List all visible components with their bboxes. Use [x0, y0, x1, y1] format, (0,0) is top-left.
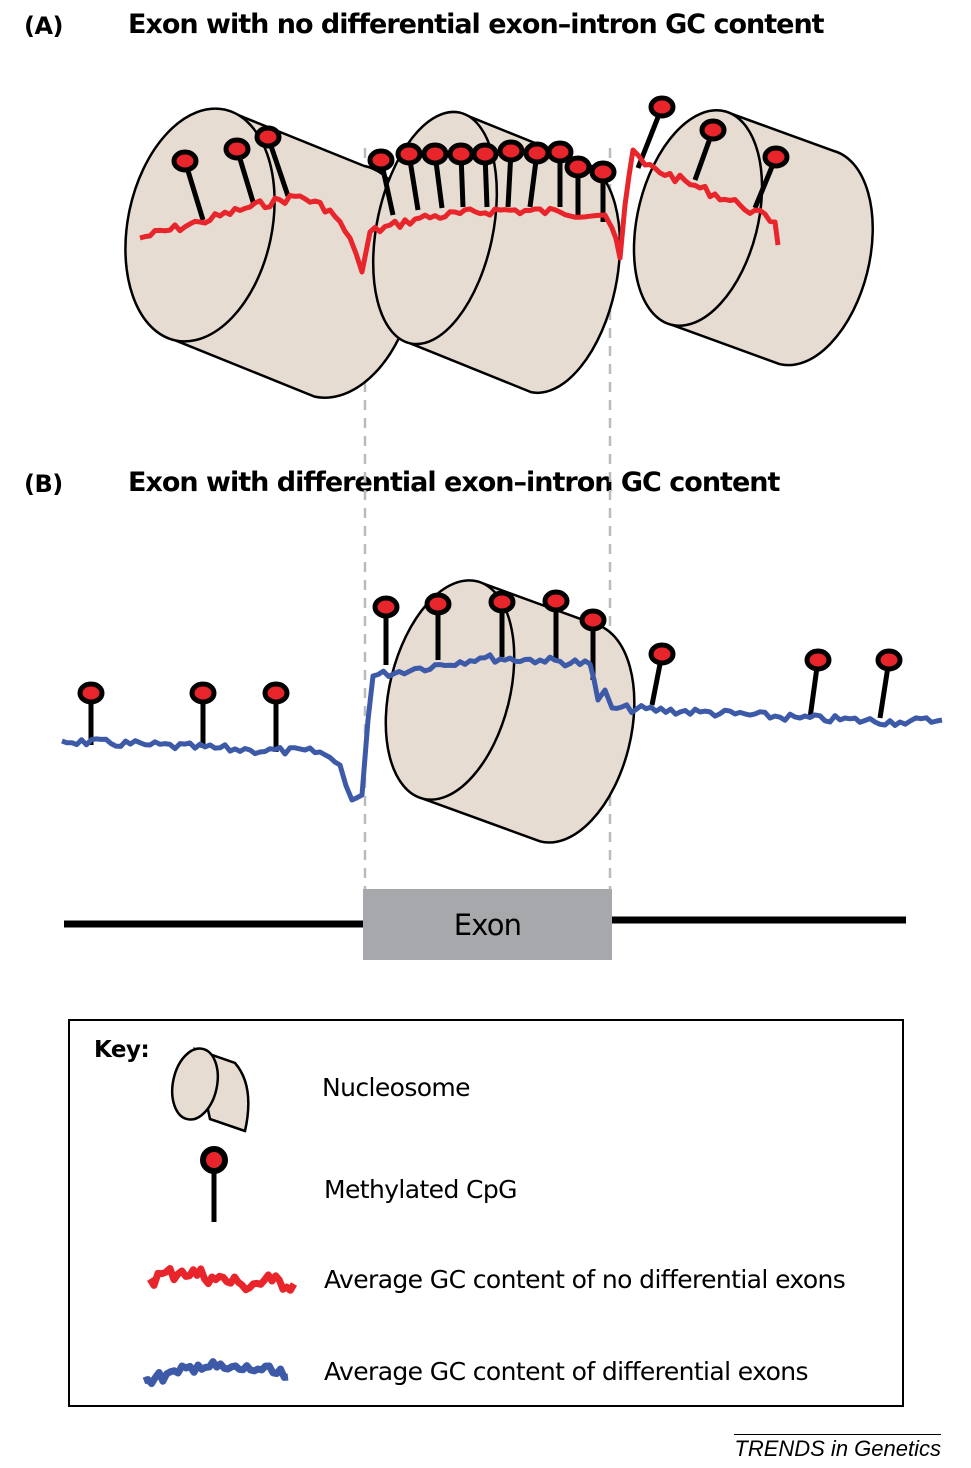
key-label-nucleosome: Nucleosome [322, 1073, 471, 1102]
key-label-blue-trace: Average GC content of differential exons [324, 1357, 809, 1386]
exon-label: Exon [453, 907, 522, 942]
panel-b-title: Exon with differential exon–intron GC co… [128, 467, 780, 498]
panel-b-methylated-cpgs [77, 589, 903, 752]
methylated-cpg-a [223, 137, 257, 206]
methylated-cpg-b [372, 595, 400, 665]
key-label-methylated-cpg: Methylated CpG [324, 1175, 518, 1204]
methylated-cpg-b [648, 642, 676, 706]
methylated-cpg-b [424, 592, 452, 660]
source-credit: TRENDS in Genetics [734, 1434, 941, 1461]
panel-b-label: (B) [24, 470, 63, 498]
methylated-cpg-a [171, 149, 206, 221]
nucleosome-a3 [632, 109, 874, 367]
methylated-cpg-b [875, 648, 903, 719]
methylated-cpg-a [752, 145, 790, 209]
methylated-cpg-icon [200, 1146, 228, 1222]
nucleosome-a1 [124, 107, 419, 399]
panel-a-methylated-cpgs [171, 95, 790, 222]
methylated-cpg-a [471, 142, 499, 208]
panel-a-gc-trace [139, 147, 781, 275]
methylated-cpg-b [189, 681, 217, 748]
red-gc-trace-icon [147, 1265, 298, 1294]
methylated-cpg-a [564, 155, 592, 216]
methylated-cpg-b [488, 590, 516, 657]
methylated-cpg-a [497, 139, 525, 208]
panel-a-title: Exon with no differential exon–intron GC… [128, 9, 825, 40]
methylated-cpg-b [542, 589, 570, 660]
blue-gc-trace-icon [142, 1358, 289, 1388]
methylated-cpg-a [692, 118, 727, 181]
nucleosome-icon [170, 1047, 250, 1133]
methylated-cpg-b [804, 648, 832, 719]
methylated-cpg-b [77, 681, 105, 745]
nucleosome-b1 [384, 579, 636, 844]
key-title: Key: [94, 1037, 150, 1063]
panel-b-gc-trace [61, 652, 943, 803]
diagram-canvas [61, 95, 943, 960]
methylated-cpg-a [421, 142, 449, 209]
key-legend: Key: Nucleosome Methylated CpG Average G… [68, 1019, 904, 1407]
methylated-cpg-a [546, 140, 574, 207]
methylated-cpg-a [395, 142, 423, 211]
methylated-cpg-b [262, 681, 290, 752]
panel-a-label: (A) [24, 12, 64, 40]
key-label-red-trace: Average GC content of no differential ex… [324, 1265, 846, 1294]
exon-box [363, 889, 612, 960]
methylated-cpg-a [367, 148, 396, 216]
methylated-cpg-a [254, 125, 291, 197]
